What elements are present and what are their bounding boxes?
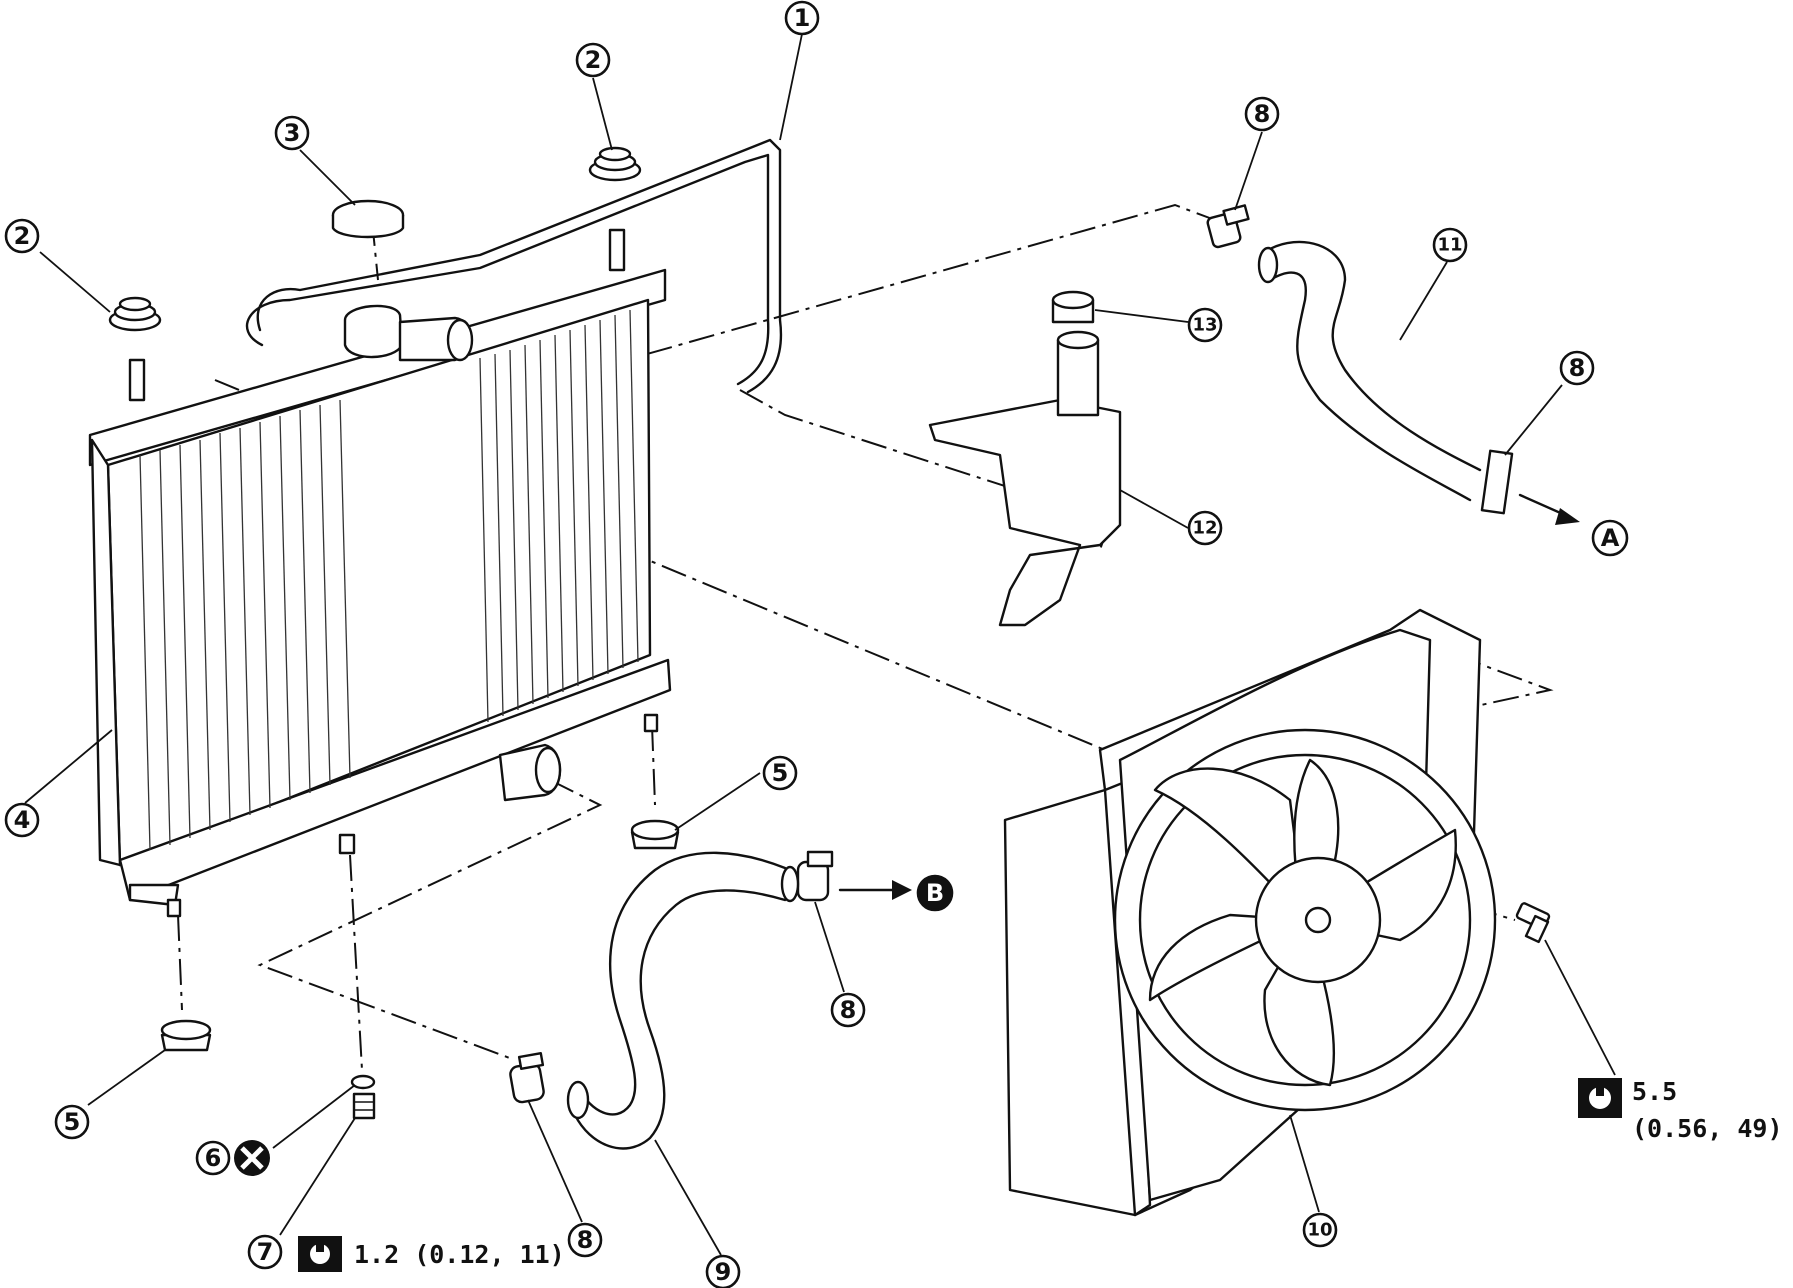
- svg-text:1.2 (0.12, 11): 1.2 (0.12, 11): [354, 1240, 565, 1269]
- svg-text:11: 11: [1437, 235, 1462, 256]
- svg-text:5: 5: [772, 759, 789, 787]
- reservoir-tank: [928, 330, 1122, 627]
- hose-clamp-upper-left: [1206, 204, 1250, 249]
- svg-text:12: 12: [1192, 518, 1217, 539]
- drain-plug-gasket: [350, 1074, 376, 1090]
- fan-shroud-bolt: [1515, 902, 1551, 944]
- callout-8-lower-left: 8: [567, 1222, 603, 1258]
- upper-mount-insulator-right: [588, 146, 642, 182]
- callout-b: B: [916, 874, 954, 912]
- callout-8-upper-right: 8: [1559, 350, 1595, 386]
- lower-mount-insulator-left: [160, 1019, 212, 1052]
- callout-a: A: [1591, 519, 1629, 557]
- svg-text:4: 4: [14, 806, 31, 834]
- hose-clamp-lower-right: [796, 850, 834, 902]
- svg-text:5: 5: [64, 1108, 81, 1136]
- x-in-circle-icon: [234, 1140, 270, 1176]
- svg-text:5.5: 5.5: [1632, 1077, 1677, 1106]
- svg-text:8: 8: [577, 1226, 594, 1254]
- torque-spec-drain-plug: 1.2 (0.12, 11): [298, 1236, 565, 1272]
- callout-13: 13: [1187, 307, 1223, 343]
- torque-wrench-icon: [1578, 1078, 1622, 1118]
- svg-text:3: 3: [284, 119, 301, 147]
- lower-radiator-hose: [566, 851, 800, 1150]
- svg-text:A: A: [1601, 524, 1620, 552]
- callout-1: 1: [784, 0, 820, 36]
- callout-12: 12: [1187, 510, 1223, 546]
- callout-2-left: 2: [4, 218, 40, 254]
- callout-3: 3: [274, 115, 310, 151]
- radiator-fins: [139, 309, 639, 851]
- lower-mount-insulator-right: [630, 819, 680, 850]
- arrow-to-a: [1518, 493, 1580, 525]
- callout-2-right: 2: [575, 42, 611, 78]
- svg-text:6: 6: [205, 1144, 222, 1172]
- callouts: 1 2 2 3 4 5 5 6 7 8 8 8 8 9 10 11 12 13 …: [4, 0, 1629, 1288]
- callout-5-right: 5: [762, 755, 798, 791]
- reservoir-cap: [1051, 290, 1095, 324]
- svg-text:7: 7: [257, 1238, 274, 1266]
- torque-wrench-icon: [298, 1236, 342, 1272]
- hose-clamp-upper-right: [1480, 449, 1514, 515]
- upper-mount-insulator-left: [108, 296, 162, 332]
- svg-text:2: 2: [14, 222, 31, 250]
- callout-6: 6: [195, 1140, 231, 1176]
- callout-11: 11: [1432, 227, 1468, 263]
- upper-radiator-hose: [1257, 240, 1482, 502]
- arrow-to-b: [838, 880, 912, 900]
- callout-8-upper-left: 8: [1244, 96, 1280, 132]
- reservoir-hose: [245, 138, 783, 394]
- svg-text:13: 13: [1192, 315, 1217, 336]
- drain-plug: [352, 1092, 376, 1120]
- callout-8-lower-right: 8: [830, 992, 866, 1028]
- svg-text:8: 8: [840, 996, 857, 1024]
- svg-text:1: 1: [794, 4, 811, 32]
- radiator: [88, 228, 672, 918]
- svg-text:B: B: [926, 879, 944, 907]
- callout-9: 9: [705, 1254, 741, 1288]
- callout-7: 7: [247, 1234, 283, 1270]
- svg-text:8: 8: [1569, 354, 1586, 382]
- callout-10: 10: [1302, 1212, 1338, 1248]
- callout-leaders: [24, 33, 1616, 1256]
- torque-spec-fan-bolt: 5.5 (0.56, 49): [1578, 1077, 1783, 1143]
- callout-4: 4: [4, 802, 40, 838]
- svg-text:10: 10: [1307, 1220, 1332, 1241]
- svg-text:8: 8: [1254, 100, 1271, 128]
- cooling-fan-shroud: [1003, 608, 1497, 1217]
- radiator-cap: [331, 199, 405, 239]
- svg-text:9: 9: [715, 1258, 732, 1286]
- svg-text:(0.56, 49): (0.56, 49): [1632, 1114, 1783, 1143]
- hose-clamp-lower-left: [509, 1051, 545, 1104]
- callout-5-left: 5: [54, 1104, 90, 1140]
- svg-text:2: 2: [585, 46, 602, 74]
